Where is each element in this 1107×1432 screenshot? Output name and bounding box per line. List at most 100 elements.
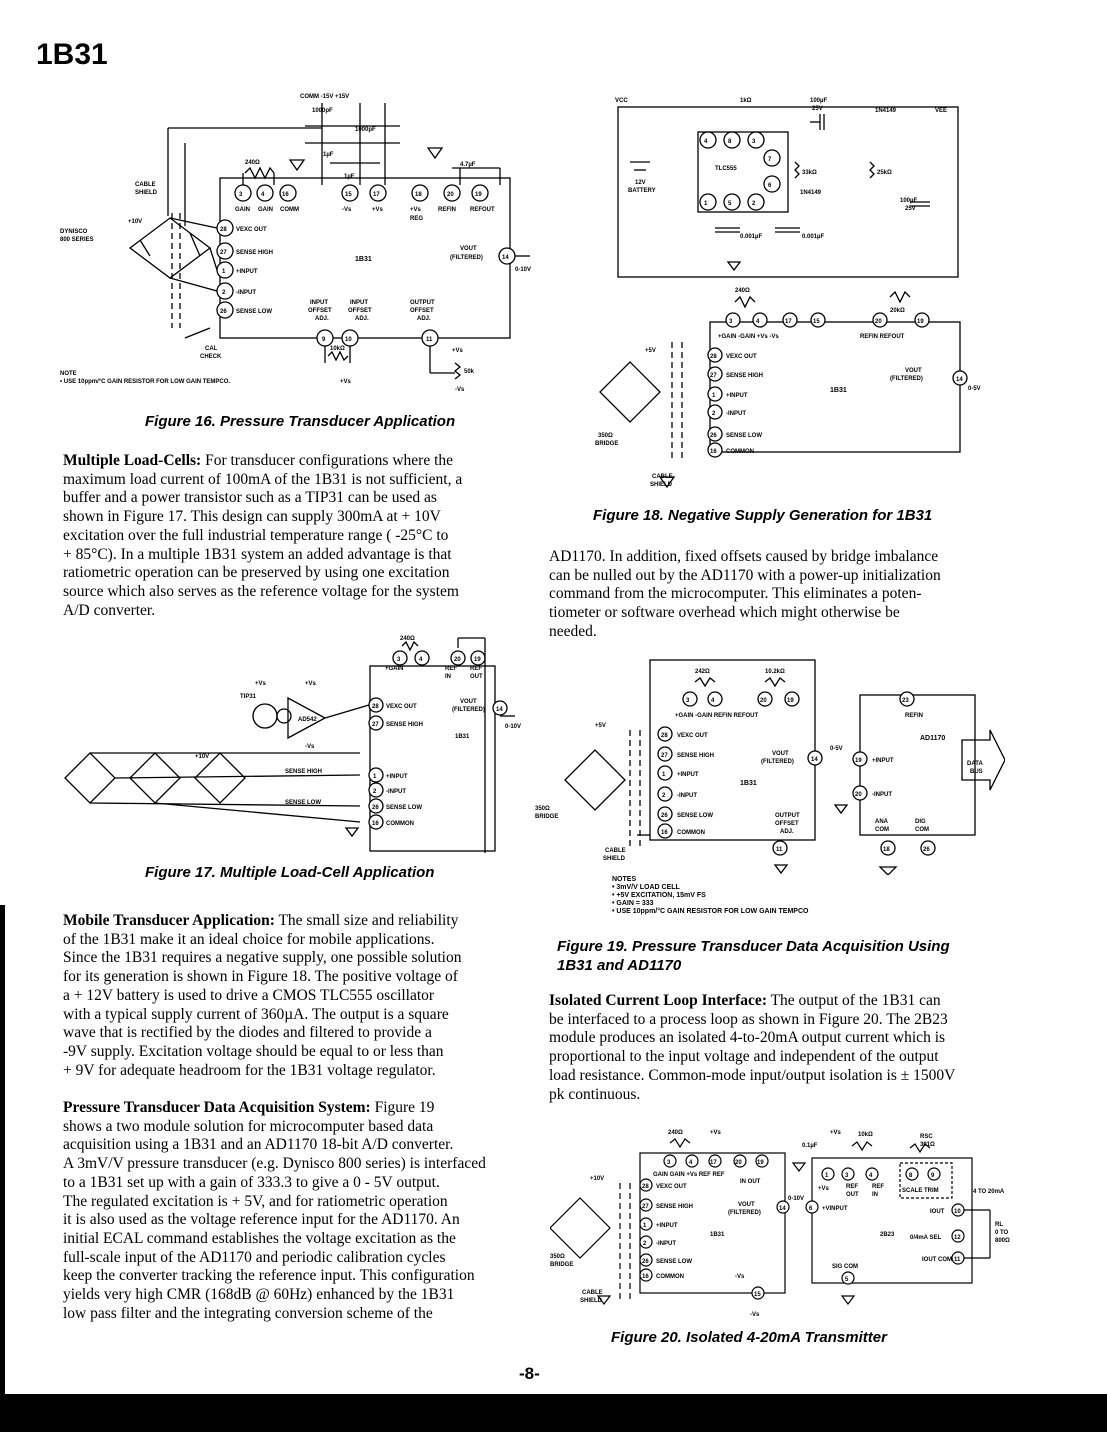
svg-text:2: 2 [752, 201, 756, 207]
svg-text:27: 27 [710, 373, 717, 379]
svg-text:4: 4 [756, 319, 760, 325]
svg-text:OFFSET: OFFSET [775, 821, 799, 827]
svg-text:2: 2 [712, 411, 716, 417]
scan-edge-shadow [0, 905, 5, 1395]
svg-text:SHIELD: SHIELD [603, 856, 626, 862]
text-line: keep the converter tracking the referenc… [63, 1267, 475, 1285]
notes-title: NOTES [612, 876, 637, 883]
svg-text:VEXC OUT: VEXC OUT [726, 354, 757, 360]
svg-text:28: 28 [642, 1184, 649, 1190]
svg-text:REFIN: REFIN [438, 207, 456, 213]
svg-text:4: 4 [261, 192, 265, 198]
svg-text:+Vs: +Vs [818, 1186, 830, 1192]
svg-text:1B31: 1B31 [830, 387, 847, 394]
svg-text:23: 23 [902, 698, 909, 704]
svg-text:11: 11 [776, 847, 783, 853]
svg-text:10: 10 [345, 337, 352, 343]
svg-text:26: 26 [661, 813, 668, 819]
svg-text:DYNISCO: DYNISCO [60, 229, 88, 235]
svg-text:+Vs: +Vs [255, 681, 267, 687]
text-line: A 3mV/V pressure transducer (e.g. Dynisc… [63, 1155, 486, 1173]
svg-text:4 TO 20mA: 4 TO 20mA [973, 1189, 1005, 1195]
svg-text:8: 8 [909, 1173, 913, 1179]
svg-text:8: 8 [728, 139, 732, 145]
svg-text:+Vs: +Vs [305, 681, 317, 687]
svg-text:+Vs: +Vs [340, 379, 352, 385]
svg-text:OFFSET: OFFSET [410, 308, 434, 314]
svg-text:GAIN: GAIN [258, 207, 273, 213]
svg-text:4: 4 [419, 657, 423, 663]
svg-text:(FILTERED): (FILTERED) [452, 707, 485, 713]
svg-text:+5V: +5V [645, 348, 656, 354]
svg-text:0-5V: 0-5V [830, 746, 843, 752]
svg-text:10.2kΩ: 10.2kΩ [765, 669, 785, 675]
paragraph-heading: Multiple Load-Cells: [63, 452, 202, 469]
svg-text:0.001µF: 0.001µF [802, 234, 824, 240]
svg-text:17: 17 [373, 192, 380, 198]
svg-text:+Vs: +Vs [452, 348, 464, 354]
svg-text:BRIDGE: BRIDGE [535, 814, 558, 820]
svg-text:COMM -15V +15V: COMM -15V +15V [300, 94, 349, 100]
text-line: For transducer configurations where the [201, 452, 454, 469]
svg-text:26: 26 [710, 433, 717, 439]
text-line: with a typical supply current of 360µA. … [63, 1005, 449, 1023]
svg-text:NOTE: NOTE [60, 371, 77, 377]
svg-text:3: 3 [752, 139, 756, 145]
svg-text:26: 26 [923, 847, 930, 853]
svg-text:10kΩ: 10kΩ [330, 346, 345, 352]
svg-text:SHIELD: SHIELD [135, 190, 158, 196]
text-line: The output of the 1B31 can [766, 992, 941, 1009]
paragraph-heading: Pressure Transducer Data Acquisition Sys… [63, 1099, 371, 1116]
text-line: + 85°C). In a multiple 1B31 system an ad… [63, 545, 452, 563]
svg-text:-INPUT: -INPUT [656, 1241, 676, 1247]
svg-text:4.7µF: 4.7µF [460, 162, 476, 168]
svg-text:20: 20 [447, 192, 454, 198]
page-number: -8- [519, 1364, 540, 1383]
scan-bottom-border [0, 1394, 1107, 1432]
svg-text:IOUT COM: IOUT COM [922, 1257, 952, 1263]
svg-text:1: 1 [712, 393, 716, 399]
svg-text:SENSE HIGH: SENSE HIGH [236, 250, 273, 256]
svg-text:0/4mA SEL: 0/4mA SEL [910, 1235, 941, 1241]
svg-text:GAIN GAIN +Vs REF REF: GAIN GAIN +Vs REF REF [653, 1172, 725, 1178]
text-line: buffer and a power transistor such as a … [63, 489, 437, 507]
svg-text:COM: COM [875, 827, 889, 833]
paragraph-pressure-data-acquisition: Pressure Transducer Data Acquisition Sys… [63, 1099, 533, 1323]
svg-text:3: 3 [729, 319, 733, 325]
svg-text:DATA: DATA [967, 761, 983, 767]
page-title: 1B31 [36, 38, 108, 71]
text-line: source which also serves as the referenc… [63, 582, 459, 600]
svg-text:REFIN REFOUT: REFIN REFOUT [860, 334, 905, 340]
svg-text:350Ω: 350Ω [535, 806, 550, 812]
svg-text:OFFSET: OFFSET [308, 308, 332, 314]
svg-text:SENSE HIGH: SENSE HIGH [656, 1204, 693, 1210]
svg-text:SENSE LOW: SENSE LOW [656, 1259, 692, 1265]
svg-text:TIP31: TIP31 [240, 694, 257, 700]
svg-text:DIG: DIG [915, 819, 926, 825]
svg-text:26: 26 [642, 1259, 649, 1265]
svg-text:ADJ.: ADJ. [315, 316, 329, 322]
svg-text:CABLE: CABLE [652, 474, 673, 480]
svg-text:20: 20 [735, 1160, 742, 1166]
svg-text:4: 4 [869, 1173, 873, 1179]
svg-text:-INPUT: -INPUT [677, 793, 697, 799]
figure-17-caption: Figure 17. Multiple Load-Cell Applicatio… [145, 864, 435, 881]
svg-text:1: 1 [662, 772, 666, 778]
svg-text:16: 16 [642, 1274, 649, 1280]
svg-text:+GAIN -GAIN +Vs -Vs: +GAIN -GAIN +Vs -Vs [718, 334, 779, 340]
svg-text:COMMON: COMMON [656, 1274, 684, 1280]
svg-text:27: 27 [661, 753, 668, 759]
svg-text:VEXC OUT: VEXC OUT [677, 733, 708, 739]
svg-text:4: 4 [689, 1160, 693, 1166]
svg-text:20: 20 [454, 657, 461, 663]
svg-text:240Ω: 240Ω [400, 636, 415, 642]
svg-text:16: 16 [710, 449, 717, 455]
svg-text:BRIDGE: BRIDGE [595, 441, 618, 447]
svg-text:28: 28 [661, 733, 668, 739]
svg-text:AD1170: AD1170 [920, 735, 945, 742]
svg-text:1: 1 [222, 269, 226, 275]
svg-text:COMM: COMM [280, 207, 299, 213]
text-line: Since the 1B31 requires a negative suppl… [63, 949, 462, 967]
svg-text:0.1µF: 0.1µF [802, 1143, 818, 1149]
